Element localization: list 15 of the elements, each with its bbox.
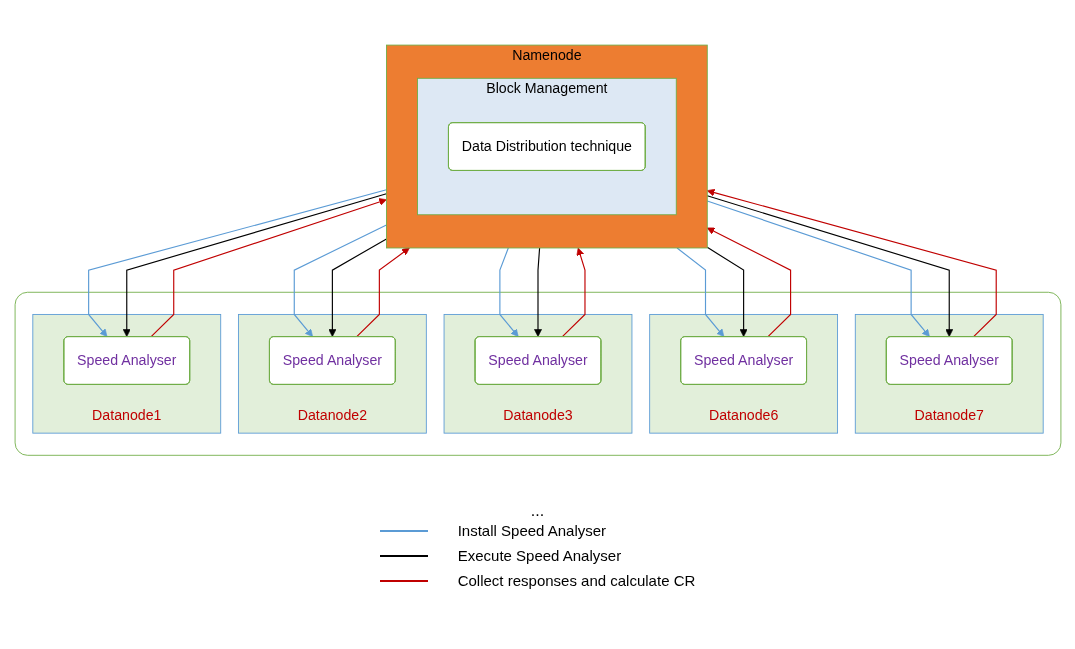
arrow [498, 247, 519, 337]
arrow [328, 238, 387, 337]
arrow [293, 224, 387, 337]
legend-text: Execute Speed Analyser [457, 547, 622, 564]
arrow [561, 247, 586, 337]
arrow [533, 247, 542, 337]
ellipsis-note: ... [530, 502, 545, 519]
legend-text: Collect responses and calculate CR [457, 572, 696, 589]
cluster [14, 291, 1061, 456]
arrow [706, 188, 997, 337]
arrow [676, 247, 724, 337]
arrow [706, 246, 747, 337]
arrow [355, 247, 410, 337]
legend-text: Install Speed Analyser [457, 522, 607, 539]
arrow [706, 227, 791, 337]
